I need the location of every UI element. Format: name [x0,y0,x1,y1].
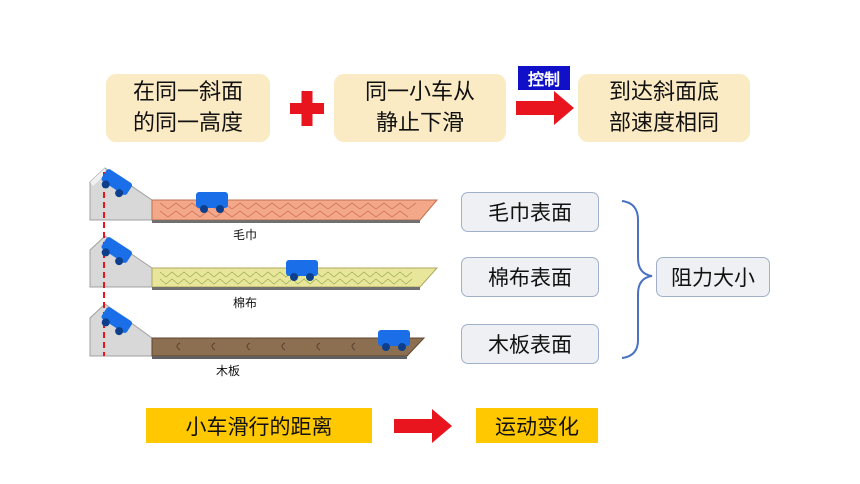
motion-change-box: 运动变化 [476,408,598,443]
curly-brace [621,200,653,359]
car-icon [286,260,318,281]
cotton-surface-box: 棉布表面 [461,257,599,297]
resistance-box: 阻力大小 [656,257,770,297]
plus-icon [290,91,324,126]
surface-label-wood: 木板 [216,364,241,378]
condition-line-2: 静止下滑 [375,111,464,136]
control-arrow-icon [516,91,574,125]
control-label: 控制 [518,66,570,90]
car-icon [101,237,133,266]
car-icon [378,330,410,351]
condition-car-still-box: 同一小车从静止下滑 [334,74,506,142]
surface-label-towel: 毛巾 [233,228,258,242]
car-icon [196,192,228,213]
cotton-texture [159,271,413,285]
condition-line-1: 在同一斜面 [132,80,243,105]
result-line-2: 部速度相同 [608,111,719,136]
sliding-distance-box: 小车滑行的距离 [146,408,372,443]
condition-line-2: 的同一高度 [132,111,243,136]
condition-line-1: 同一小车从 [364,80,475,105]
surface-label-cotton: 棉布 [233,296,258,310]
towel-surface-box: 毛巾表面 [461,192,599,232]
ramp-wood [89,303,426,359]
result-arrow-icon [394,409,452,443]
condition-same-height-box: 在同一斜面的同一高度 [106,74,270,142]
car-icon [101,307,133,336]
result-same-speed-box: 到达斜面底部速度相同 [578,74,750,142]
car-icon [101,169,133,198]
wood-grain [176,342,356,351]
ramp-towel [89,167,439,223]
result-line-1: 到达斜面底 [608,80,719,105]
wood-surface-box: 木板表面 [461,324,599,364]
